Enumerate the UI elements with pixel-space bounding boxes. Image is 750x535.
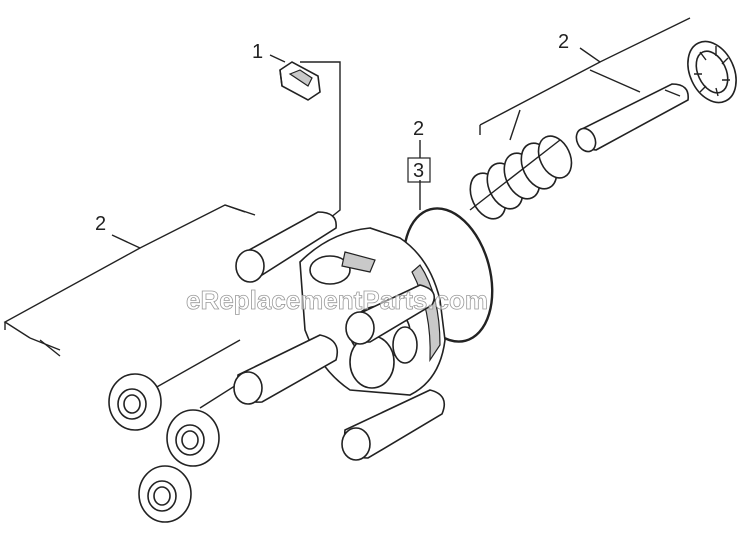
callout-2-middle: 2 [413,118,424,140]
leader-lines [3,17,691,409]
seal-2 [166,409,220,467]
callout-2-upper: 2 [558,31,569,53]
seal-1 [108,373,162,431]
pistons-housing [233,211,446,461]
pin-part [575,83,689,153]
spring-part [469,135,573,220]
callout-2-left: 2 [95,213,106,235]
seal-3 [138,465,192,523]
retainer-part [279,61,321,101]
callout-3-box [407,157,431,183]
callout-1: 1 [252,41,263,63]
watermark-text: eReplacementParts.com [186,285,488,315]
callout-3: 3 [413,160,424,182]
circlip-part [687,40,737,104]
